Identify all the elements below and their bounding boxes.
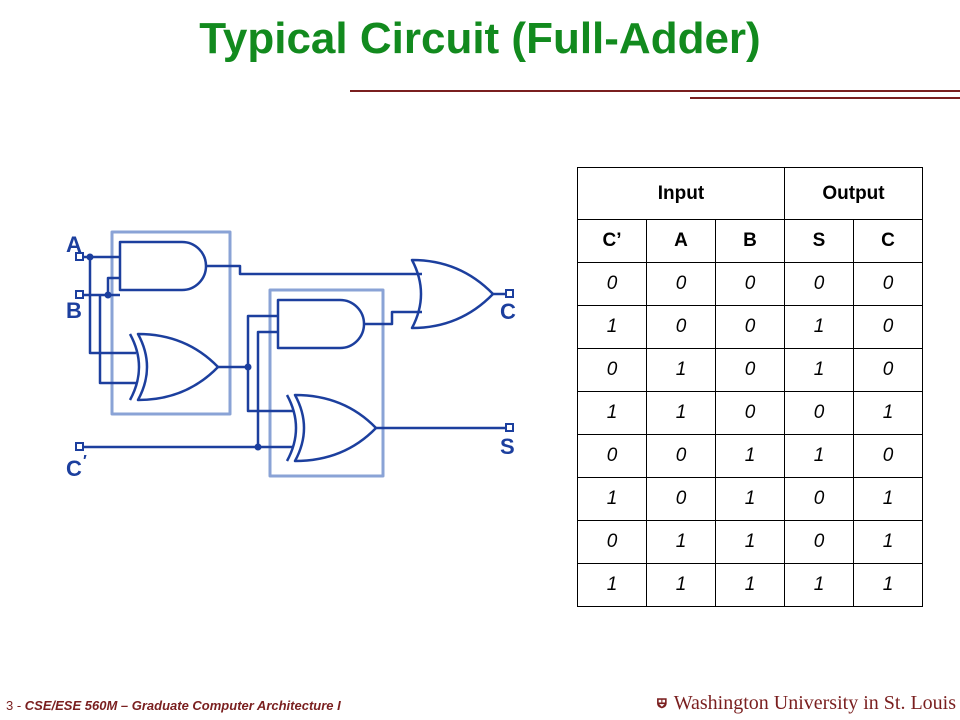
table-cell: 0 [715,348,785,392]
table-cell: 1 [577,305,647,349]
table-cell: 0 [646,262,716,306]
table-cell: 1 [577,391,647,435]
label-b: B [66,298,82,323]
label-c-in: C [66,456,82,481]
slide-title: Typical Circuit (Full-Adder) [199,14,761,63]
wire-c-in-branch [256,330,278,447]
university-seal-icon [657,698,667,709]
table-cell: 0 [715,305,785,349]
university-logo: Washington University in St. Louis [656,690,956,716]
table-cell: 0 [646,434,716,478]
table-row: 0 0 1 1 0 [577,434,923,478]
table-cell: 1 [853,563,923,607]
table-cell: 1 [577,477,647,521]
label-s: S [500,434,515,459]
table-cell: 1 [784,434,854,478]
column-header: C [853,219,923,263]
table-cell: 1 [577,563,647,607]
table-cell: 0 [853,262,923,306]
header-input: Input [577,167,785,220]
junction-c-in [254,443,262,451]
table-cell: 0 [853,434,923,478]
table-cell: 0 [577,348,647,392]
table-cell: 0 [784,262,854,306]
table-cell: 0 [715,391,785,435]
and-gate-2 [276,298,366,350]
table-row: 1 0 1 0 1 [577,477,923,521]
or-gate [410,258,495,330]
label-a: A [66,232,82,257]
xor-gate-1 [136,332,220,402]
table-cell: 0 [784,477,854,521]
table-cell: 1 [853,520,923,564]
xor-gate-1-back [128,333,141,401]
column-header: A [646,219,716,263]
course-name: CSE/ESE 560M – Graduate Computer Archite… [24,698,341,713]
table-cell: 0 [646,477,716,521]
page-number: 3 [6,698,14,713]
wire-a-branch [88,257,136,355]
wire-xor1-to-and2 [246,314,278,367]
table-cell: 0 [784,520,854,564]
junction-b [104,291,112,299]
terminal-a [75,252,84,261]
label-c-in-prime: ′ [83,453,87,470]
terminal-b [75,290,84,299]
footer-course-line: 3 - CSE/ESE 560M – Graduate Computer Arc… [6,698,341,713]
xor-gate-2-back [285,394,298,462]
header-output: Output [784,167,923,220]
column-header: B [715,219,785,263]
table-cell: 0 [715,262,785,306]
half-adder-1-box [110,230,232,416]
column-header: C’ [577,219,647,263]
terminal-c-in [75,442,84,451]
table-cell: 1 [715,563,785,607]
table-cell: 1 [853,477,923,521]
table-cell: 0 [853,348,923,392]
table-cell: 1 [715,520,785,564]
title-rule-upper [350,90,960,92]
title-rule-lower [690,97,960,99]
terminal-c-out [505,289,514,298]
table-cell: 0 [784,391,854,435]
truth-table: Input Output C’ A B S C 0 0 0 0 0 1 0 0 … [577,167,923,607]
table-row: 1 0 0 1 0 [577,305,923,349]
university-name: Washington University in St. Louis [673,691,956,714]
table-cell: 1 [646,520,716,564]
column-header: S [784,219,854,263]
wire-and1-to-or [206,264,422,276]
table-row: 1 1 0 0 1 [577,391,923,435]
table-cell: 0 [577,262,647,306]
xor-gate-2 [293,393,378,463]
table-row: 1 1 1 1 1 [577,563,923,607]
table-cell: 1 [784,348,854,392]
table-row: 0 1 1 0 1 [577,520,923,564]
table-cell: 1 [646,563,716,607]
table-cell: 1 [715,477,785,521]
table-cell: 0 [577,520,647,564]
table-cell: 0 [577,434,647,478]
wire-and2-to-or [364,310,422,326]
wire-b-to-and1 [106,276,120,295]
label-c-out: C [500,299,516,324]
table-cell: 1 [646,348,716,392]
table-row: 0 1 0 1 0 [577,348,923,392]
table-cell: 1 [784,305,854,349]
table-cell: 0 [853,305,923,349]
table-row: 0 0 0 0 0 [577,262,923,306]
table-cell: 1 [784,563,854,607]
table-cell: 0 [646,305,716,349]
terminal-s [505,423,514,432]
and-gate-1 [118,240,208,292]
full-adder-circuit: A B C ′ C S [66,230,516,481]
footer-separator: - [13,698,25,713]
table-cell: 1 [646,391,716,435]
wire-xor1-to-xor2 [246,367,293,413]
table-cell: 1 [715,434,785,478]
half-adder-2-box [268,288,385,478]
wire-b-branch [98,295,136,385]
table-cell: 1 [853,391,923,435]
junction-xor1 [244,363,252,371]
junction-a [86,253,94,261]
